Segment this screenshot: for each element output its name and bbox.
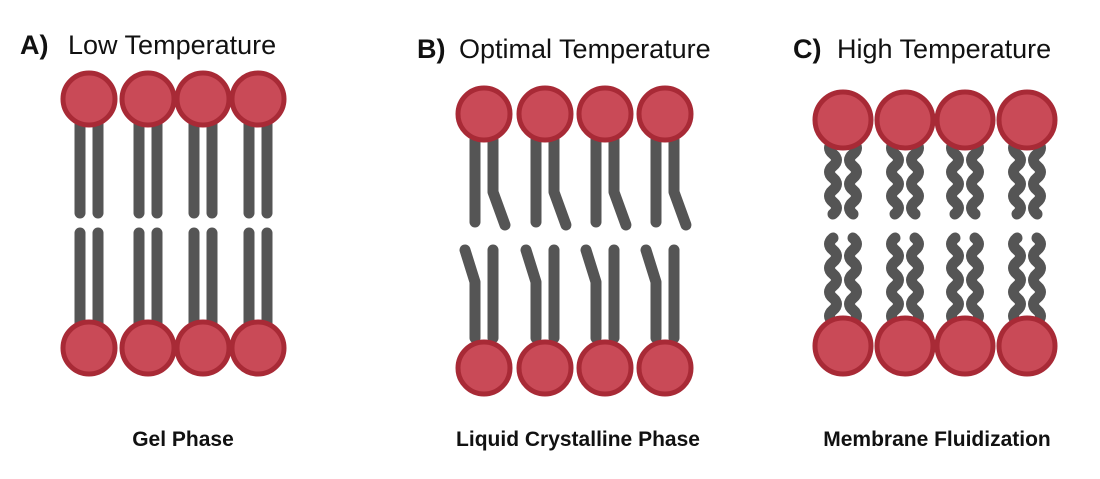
lipid-head-top	[516, 85, 574, 143]
panel-a-bilayer	[60, 70, 287, 377]
lipid-head-top	[119, 70, 177, 128]
panel-b-title: B) Optimal Temperature	[417, 34, 711, 64]
panel-c-title: C) High Temperature	[793, 34, 1051, 64]
panel-a: A) Low Temperature Gel Phase	[20, 30, 287, 451]
lipid-head-top	[996, 89, 1058, 151]
lipid-pair	[636, 85, 694, 397]
lipid-tail	[640, 244, 662, 344]
lipid-tail	[966, 136, 984, 220]
lipid-tail	[824, 232, 842, 328]
panel-c-bilayer	[812, 89, 1058, 377]
lipid-head-bottom	[516, 339, 574, 397]
lipid-pair	[119, 70, 177, 377]
panel-c-title-text: High Temperature	[837, 34, 1051, 64]
lipid-tail	[824, 136, 842, 220]
lipid-head-top	[636, 85, 694, 143]
panel-b-bilayer	[455, 85, 694, 397]
lipid-head-bottom	[996, 315, 1058, 377]
lipid-head-top	[174, 70, 232, 128]
lipid-pair	[60, 70, 118, 377]
panel-a-title-text: Low Temperature	[68, 30, 276, 60]
lipid-tail	[1008, 136, 1026, 220]
lipid-head-bottom	[812, 315, 874, 377]
lipid-head-top	[874, 89, 936, 151]
lipid-tail	[548, 134, 572, 231]
lipid-head-top	[229, 70, 287, 128]
panel-b: B) Optimal Temperature Liquid Crystallin…	[417, 34, 711, 451]
lipid-pair	[812, 89, 874, 377]
lipid-head-bottom	[174, 319, 232, 377]
lipid-tail	[1028, 136, 1046, 220]
lipid-tail	[844, 136, 862, 220]
lipid-head-bottom	[455, 339, 513, 397]
lipid-tail	[844, 232, 862, 328]
lipid-tail	[487, 134, 511, 231]
lipid-pair	[516, 85, 574, 397]
lipid-tail	[906, 136, 924, 220]
lipid-head-top	[576, 85, 634, 143]
lipid-pair	[874, 89, 936, 377]
lipid-tail	[580, 244, 602, 344]
lipid-pair	[174, 70, 232, 377]
lipid-head-top	[934, 89, 996, 151]
lipid-tail	[668, 134, 692, 231]
panel-a-caption: Gel Phase	[132, 428, 234, 451]
lipid-tail	[608, 134, 632, 231]
lipid-pair	[996, 89, 1058, 377]
lipid-pair	[229, 70, 287, 377]
lipid-tail	[946, 136, 964, 220]
lipid-head-top	[455, 85, 513, 143]
lipid-head-bottom	[934, 315, 996, 377]
panel-c-letter: C)	[793, 34, 822, 64]
lipid-tail	[906, 232, 924, 328]
lipid-tail	[459, 244, 481, 344]
lipid-tail	[1028, 232, 1046, 328]
panel-b-caption: Liquid Crystalline Phase	[456, 428, 700, 451]
panel-a-title: A) Low Temperature	[20, 30, 276, 60]
lipid-head-bottom	[60, 319, 118, 377]
lipid-tail	[886, 232, 904, 328]
lipid-head-top	[60, 70, 118, 128]
lipid-tail	[946, 232, 964, 328]
panel-b-title-text: Optimal Temperature	[459, 34, 711, 64]
lipid-tail	[520, 244, 542, 344]
panel-a-letter: A)	[20, 30, 49, 60]
lipid-head-bottom	[636, 339, 694, 397]
lipid-tail	[966, 232, 984, 328]
lipid-tail	[886, 136, 904, 220]
lipid-tail	[1008, 232, 1026, 328]
lipid-head-top	[812, 89, 874, 151]
lipid-head-bottom	[119, 319, 177, 377]
lipid-pair	[576, 85, 634, 397]
panel-c-caption: Membrane Fluidization	[823, 428, 1051, 451]
panel-c: C) High Temperature Membrane Fluidizatio…	[793, 34, 1058, 451]
lipid-pair	[455, 85, 513, 397]
panel-b-letter: B)	[417, 34, 446, 64]
lipid-head-bottom	[229, 319, 287, 377]
lipid-head-bottom	[874, 315, 936, 377]
lipid-pair	[934, 89, 996, 377]
lipid-head-bottom	[576, 339, 634, 397]
